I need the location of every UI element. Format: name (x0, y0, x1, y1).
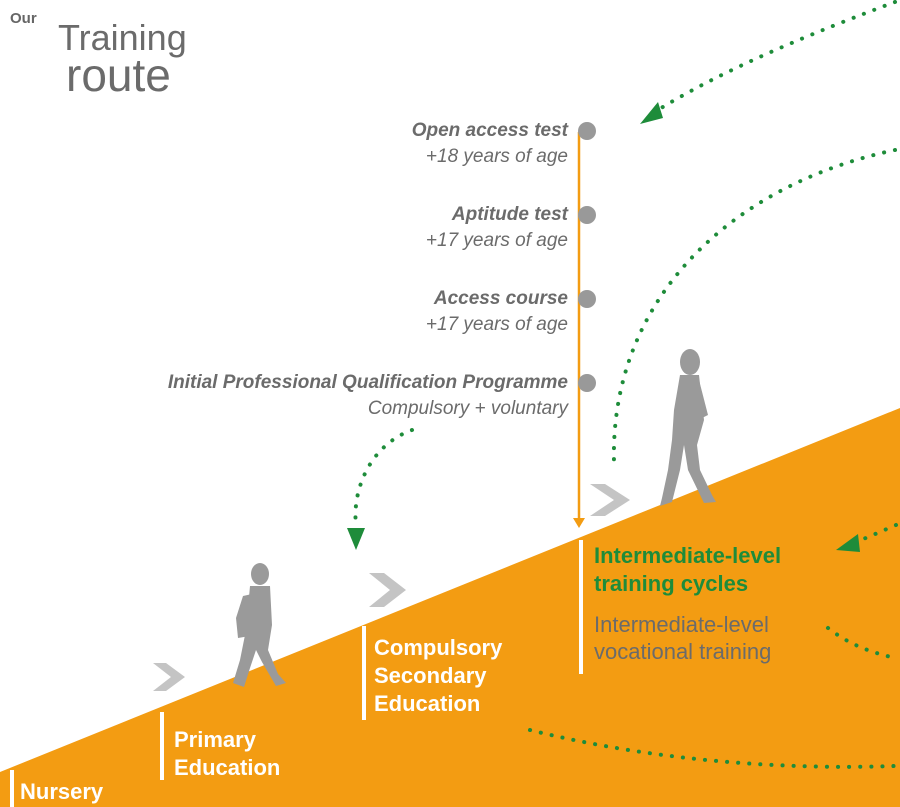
intermediate-title: Intermediate-level training cycles (594, 542, 781, 598)
intermediate-subtitle: Intermediate-level vocational training (594, 611, 771, 665)
stage-pole-primary (160, 712, 164, 780)
milestone-subtitle: Compulsory + voluntary (367, 398, 568, 419)
green-dotted-arrow-3 (353, 428, 414, 527)
green-dotted-line-5 (826, 626, 897, 660)
milestone-dot-1 (578, 122, 596, 140)
timeline-arrowhead (573, 518, 585, 528)
stage-pole-secondary (362, 626, 366, 720)
stage-secondary-line-3: Education (374, 691, 481, 716)
milestone-dot-3 (578, 290, 596, 308)
title-training: Training (58, 17, 187, 58)
chevron-right-arrow-icon (369, 573, 406, 607)
walking-child-figure-icon (233, 563, 286, 687)
milestone-access-course: Access course +17 years of age (426, 286, 568, 338)
milestone-ipqp: Initial Professional Qualification Progr… (168, 370, 568, 422)
milestone-title: Aptitude test (451, 204, 568, 225)
stage-secondary-label: Compulsory Secondary Education (374, 634, 502, 718)
green-arrowhead-3 (347, 528, 365, 550)
stage-primary-label: Primary Education (174, 726, 280, 782)
green-dotted-arrow-4 (854, 523, 898, 544)
milestone-title: Open access test (411, 120, 568, 141)
chevron-right-arrow-icon (153, 663, 185, 691)
intermediate-sub-line-2: vocational training (594, 639, 772, 664)
milestone-title: Access course (433, 288, 568, 309)
stage-secondary-line-2: Secondary (374, 663, 487, 688)
green-dotted-arrow-2 (611, 148, 897, 464)
milestone-title: Initial Professional Qualification Progr… (167, 372, 568, 393)
milestone-dot-2 (578, 206, 596, 224)
green-dotted-arrow-1 (648, 0, 897, 117)
milestone-subtitle: +18 years of age (425, 146, 568, 167)
milestone-subtitle: +17 years of age (425, 230, 568, 251)
green-arrowhead-4 (836, 534, 860, 552)
stage-secondary-line-1: Compulsory (374, 635, 503, 660)
title-route: route (66, 49, 171, 101)
milestone-dot-4 (578, 374, 596, 392)
stage-nursery-label: Nursery (20, 779, 104, 804)
intermediate-title-line-1: Intermediate-level (594, 543, 782, 568)
milestone-open-access: Open access test +18 years of age (412, 118, 568, 170)
milestone-aptitude: Aptitude test +17 years of age (426, 202, 568, 254)
walking-adult-figure-icon (660, 349, 716, 506)
stage-primary-line-1: Primary (174, 727, 256, 752)
orange-slope (0, 408, 900, 807)
intermediate-sub-line-1: Intermediate-level (594, 612, 769, 637)
stage-pole-nursery (10, 770, 14, 807)
intermediate-title-line-2: training cycles (594, 571, 749, 596)
title-our: Our (10, 10, 37, 27)
chevron-right-arrow-icon (590, 484, 630, 516)
stage-pole-intermediate (579, 540, 583, 674)
milestone-subtitle: +17 years of age (425, 314, 568, 335)
green-dotted-line-6 (528, 728, 897, 769)
stage-primary-line-2: Education (174, 755, 281, 780)
green-arrowhead-1 (640, 102, 663, 124)
